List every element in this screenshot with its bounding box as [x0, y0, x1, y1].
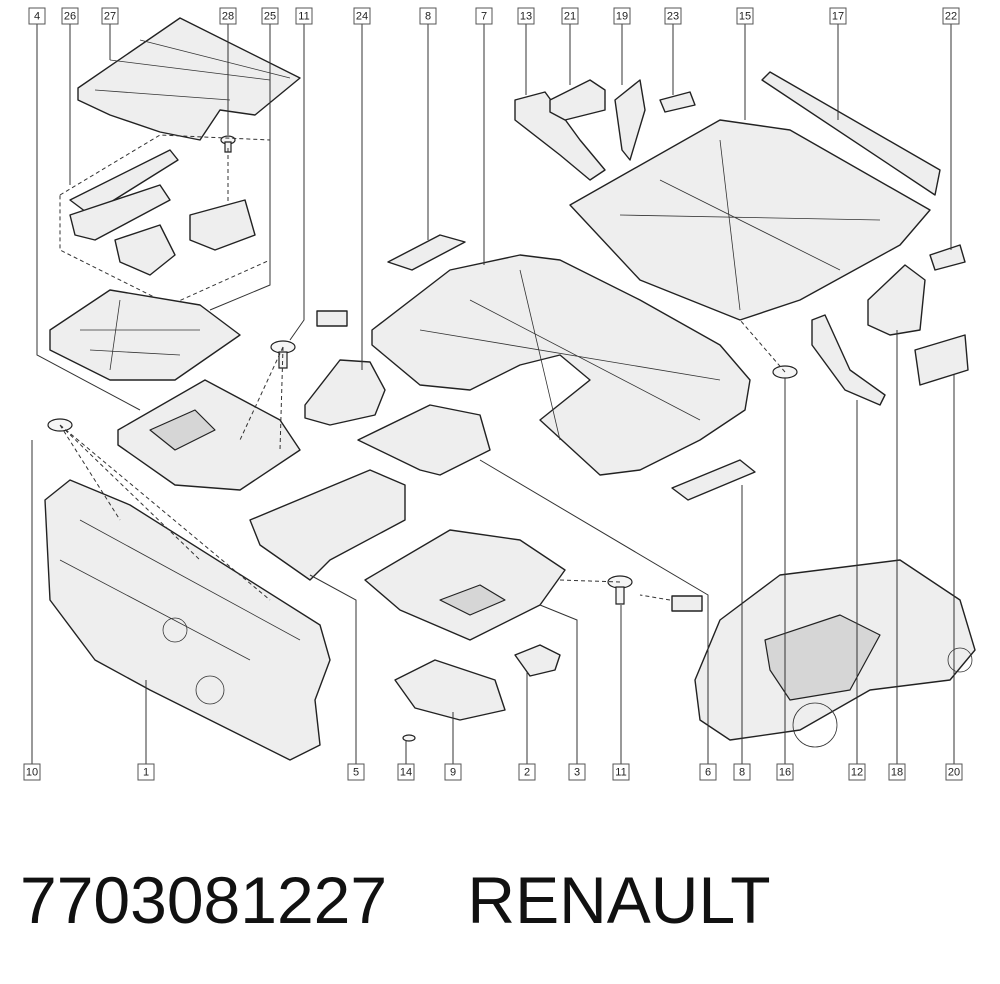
- callout-label: 2: [524, 766, 530, 778]
- callout-label: 18: [891, 766, 903, 778]
- part-20-block: [914, 334, 969, 386]
- callouts-top: 4 26 27 28 25 11 24 8 7 13 21 19 23 15 17 22: [28, 7, 960, 25]
- part-4-floor-tray: [49, 289, 241, 381]
- part-15-rear-floor: [569, 119, 931, 321]
- callout-top-15: 17: [829, 7, 847, 25]
- callout-label: 22: [945, 10, 957, 22]
- part-23-block: [659, 91, 696, 113]
- callout-label: 16: [779, 766, 791, 778]
- callout-label: 11: [615, 766, 626, 778]
- callout-bottom-11: 16: [776, 763, 794, 781]
- pad-near-clip-bottom: [671, 595, 703, 612]
- callout-label: 8: [425, 10, 431, 22]
- callout-label: 8: [739, 766, 745, 778]
- callout-label: 7: [481, 10, 487, 22]
- part-26-25-group: [59, 134, 271, 306]
- callout-label: 9: [450, 766, 456, 778]
- callout-label: 28: [222, 10, 234, 22]
- callout-label: 1: [143, 766, 149, 778]
- part-tunnel-insulation: [117, 379, 301, 491]
- callout-label: 21: [564, 10, 576, 22]
- part-18-arch-foam: [867, 264, 926, 336]
- callout-top-8: 8: [419, 7, 437, 25]
- part-12-side-strip: [811, 314, 886, 406]
- part-21-block: [549, 79, 606, 121]
- callout-label: 10: [26, 766, 38, 778]
- part-3-floor-pad: [364, 529, 566, 641]
- callout-bottom-13: 18: [888, 763, 906, 781]
- callout-bottom-7: 3: [568, 763, 586, 781]
- part-1-bulkhead: [44, 479, 331, 761]
- part-5-lateral: [249, 469, 406, 581]
- callout-bottom-12: 12: [848, 763, 866, 781]
- callout-top-12: 19: [613, 7, 631, 25]
- callout-bottom-14: 20: [945, 763, 963, 781]
- callout-bottom-9: 6: [699, 763, 717, 781]
- callout-label: 15: [739, 10, 751, 22]
- part-6-footwell: [357, 404, 491, 476]
- callout-label: 13: [520, 10, 532, 22]
- part-8-pad-lower: [671, 459, 756, 501]
- callout-bottom-6: 2: [518, 763, 536, 781]
- leader-lines: [31, 24, 955, 772]
- callout-top-13: 23: [664, 7, 682, 25]
- callout-bottom-2: 1: [137, 763, 155, 781]
- callout-label: 5: [353, 766, 359, 778]
- callouts-bottom: 10 1 5 14 9 2 3 11 6 8 16 12 18 20: [23, 763, 963, 781]
- callout-top-9: 7: [475, 7, 493, 25]
- callout-top-1: 4: [28, 7, 46, 25]
- part-17-rear-strip: [761, 71, 941, 196]
- callout-bottom-10: 8: [733, 763, 751, 781]
- part-28-clip: [220, 135, 236, 153]
- callout-bottom-4: 14: [397, 763, 415, 781]
- callout-label: 12: [851, 766, 863, 778]
- callout-label: 14: [400, 766, 412, 778]
- callout-label: 19: [616, 10, 628, 22]
- callout-label: 24: [356, 10, 368, 22]
- callout-bottom-8: 11: [612, 763, 630, 781]
- part-9-underfloor: [394, 659, 506, 721]
- part-14-clip: [402, 734, 416, 742]
- callout-label: 26: [64, 10, 76, 22]
- callout-label: 25: [264, 10, 276, 22]
- callout-label: 11: [298, 10, 309, 22]
- brand-name: RENAULT: [467, 863, 771, 937]
- callout-top-14: 15: [736, 7, 754, 25]
- callout-label: 17: [832, 10, 844, 22]
- callout-label: 20: [948, 766, 960, 778]
- part-27-panel: [77, 17, 301, 141]
- part-7-floor-carpet: [371, 254, 751, 476]
- callout-top-3: 27: [101, 7, 119, 25]
- callout-label: 27: [104, 10, 116, 22]
- callout-bottom-3: 5: [347, 763, 365, 781]
- part-19-strip: [614, 79, 646, 161]
- callout-label: 3: [574, 766, 580, 778]
- callout-label: 4: [34, 10, 40, 22]
- callout-top-10: 13: [517, 7, 535, 25]
- pad-near-clip-top: [316, 310, 348, 327]
- part-8-pad-upper: [387, 234, 466, 271]
- part-11-clip-bottom: [607, 575, 633, 605]
- callout-label: 23: [667, 10, 679, 22]
- callout-top-4: 28: [219, 7, 237, 25]
- vehicle-locator-illustration: [694, 559, 976, 748]
- part-number: 7703081227: [20, 863, 388, 937]
- callout-bottom-5: 9: [444, 763, 462, 781]
- assembly-lines: [59, 148, 786, 601]
- callout-top-11: 21: [561, 7, 579, 25]
- part-2-bracket: [514, 644, 561, 677]
- callout-top-2: 26: [61, 7, 79, 25]
- caption: 7703081227 RENAULT: [20, 860, 980, 950]
- part-24-console: [304, 359, 386, 426]
- callout-top-5: 25: [261, 7, 279, 25]
- callout-top-7: 24: [353, 7, 371, 25]
- callout-bottom-1: 10: [23, 763, 41, 781]
- callout-top-6: 11: [295, 7, 313, 25]
- part-22-block: [929, 244, 966, 271]
- callout-top-16: 22: [942, 7, 960, 25]
- callout-label: 6: [705, 766, 711, 778]
